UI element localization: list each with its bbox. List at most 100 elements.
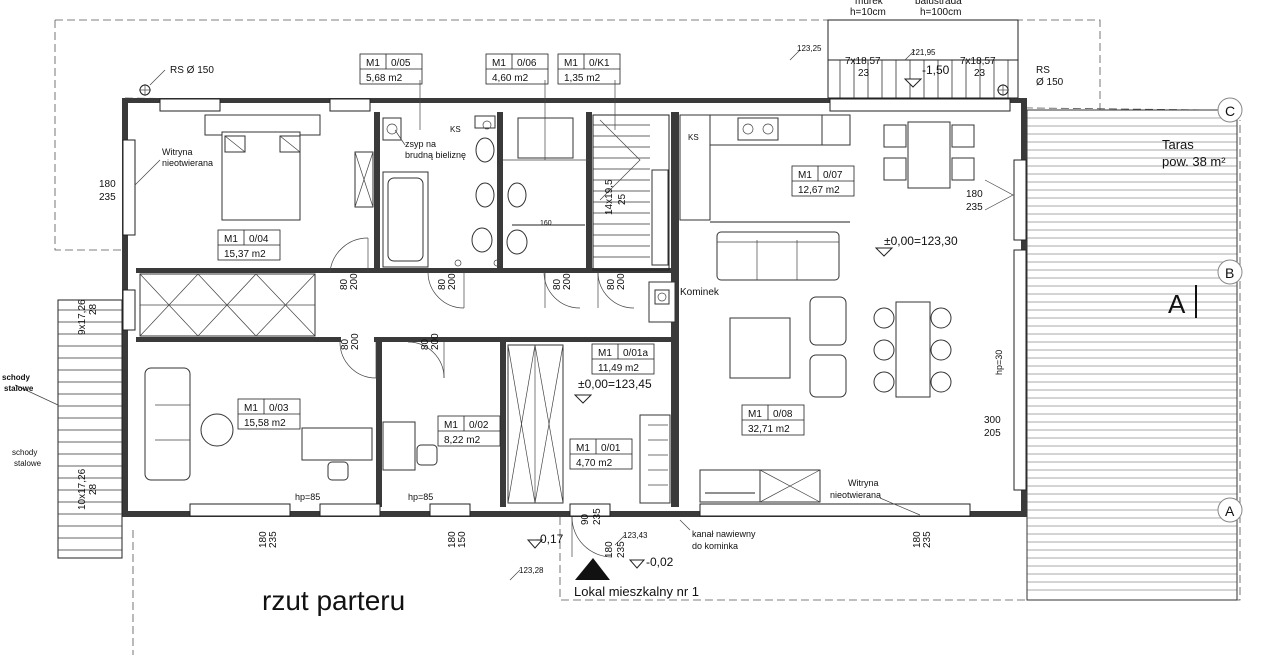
section-label: A [1168,289,1186,319]
room-area: 1,35 m2 [564,73,601,84]
dim-win-bottom2-a: 180 [447,531,458,548]
drawing-title: rzut parteru [262,585,405,616]
level-kitchen: ±0,00=123,30 [884,234,958,248]
armchairs [809,296,847,398]
level-12343: 123,43 [623,531,648,540]
room-area: 11,49 m2 [598,363,639,374]
bathroom-fixtures [382,115,590,267]
rs-right-label-2: Ø 150 [1036,77,1064,88]
dim-win-east-a: 300 [984,415,1001,426]
room-area: 32,71 m2 [748,424,790,435]
schody-label-1a: schody [2,373,31,382]
terrace [1026,109,1238,601]
dim-door-2-w: 80 [437,278,448,290]
taras-label-2: pow. 38 m² [1162,154,1226,169]
leader-lines [14,80,921,531]
dim-door-entry-b: 235 [616,541,627,558]
dim-stair-side-3: 9x17,26 [77,299,88,335]
hall-wardrobe [507,344,671,504]
murek-label-2: h=10cm [850,7,886,18]
zsyp-label-1: zsyp na [405,139,436,149]
dim-w160: 160 [540,220,552,227]
tv-cabinet [699,469,821,503]
side-stairs [57,299,123,559]
balustrada-label-1: balustrada [915,0,962,7]
dim-win-left-a: 180 [99,179,116,190]
level-12195: 121,95 [911,48,936,57]
dim-door-w1-a: 90 [580,513,591,525]
hp85-label-2: hp=85 [408,492,433,502]
zsyp-label-2: brudną bieliznę [405,150,466,160]
schody-label-2b: stalowe [14,459,42,468]
dining-table-kitchen [883,121,975,189]
dim-win-bottom3-b: 235 [922,531,933,548]
room-id: M1 [444,420,458,431]
room-id: M1 [564,58,578,69]
room-id: M1 [576,443,590,454]
room-number: 0/01a [623,348,648,359]
room-number: 0/01 [601,443,621,454]
inner-stairs [592,114,670,271]
axis-label-b: B [1225,265,1234,281]
schody-label-1b: stalowe [4,384,34,393]
axis-label-c: C [1225,103,1235,119]
labels: rzut parteru Lokal mieszkalny nr 1 RS Ø … [2,0,1226,616]
dining-table-living [873,301,952,398]
dim-door-w1-b: 235 [592,508,603,525]
schody-label-2a: schody [12,448,37,457]
level-minus-002: -0,02 [646,555,674,569]
dim-door-2-h: 200 [447,273,458,290]
dim-win-right-a: 180 [966,189,983,200]
coffee-table [729,317,791,379]
kominek-label: Kominek [680,287,720,298]
dim-win-bottom1-a: 180 [258,531,269,548]
witryna-label-4: nieotwierana [830,490,881,500]
dim-win-bottom3-a: 180 [912,531,923,548]
fireplace [648,169,676,323]
ks-label-1: KS [450,125,461,134]
balustrada-label-2: h=100cm [920,7,961,18]
level-12325: 123,25 [797,44,822,53]
dresser [354,151,374,208]
room-area: 8,22 m2 [444,435,481,446]
room-number: 0/K1 [589,58,610,69]
level-minus-017: -0,17 [536,532,564,546]
dim-door-4-w: 80 [606,278,617,290]
dim-win-left-b: 235 [99,192,116,203]
hp30-label: hp=30 [994,350,1004,375]
kitchen-counter [679,114,851,223]
room-area: 4,60 m2 [492,73,529,84]
room-area: 12,67 m2 [798,185,840,196]
sofa [716,231,840,281]
wardrobe-1 [139,273,316,337]
dim-stair-inner: 14x19,5 [604,179,615,215]
dim-stair-side-2: 28 [88,483,99,495]
room-number: 0/08 [773,409,793,420]
room-area: 5,68 m2 [366,73,403,84]
dim-win-bottom2-b: 150 [457,531,468,548]
dim-door-6-w: 80 [420,338,431,350]
ks-label-2: KS [688,133,699,142]
room-id: M1 [492,58,506,69]
dim-stairs-left: 7x18,57 [845,56,881,67]
dim-stair-side-1: 10x17,26 [77,468,88,510]
room-id: M1 [366,58,380,69]
dim-door-3-h: 200 [562,273,573,290]
room-label-0-K1: M1 0/K1 1,35 m2 [557,53,621,85]
level-12328: 123,28 [519,566,544,575]
dim-win-right-b: 235 [966,202,983,213]
room-area: 15,37 m2 [224,249,266,260]
level-markers [509,49,923,581]
room-number: 0/07 [823,170,843,181]
bathtub [382,171,429,268]
office-sofa [144,367,191,481]
witryna-label-3: Witryna [848,478,879,488]
section-marker: A [1168,285,1197,319]
room-area: 15,58 m2 [244,418,286,429]
dim-stairs-right-n: 23 [974,68,986,79]
